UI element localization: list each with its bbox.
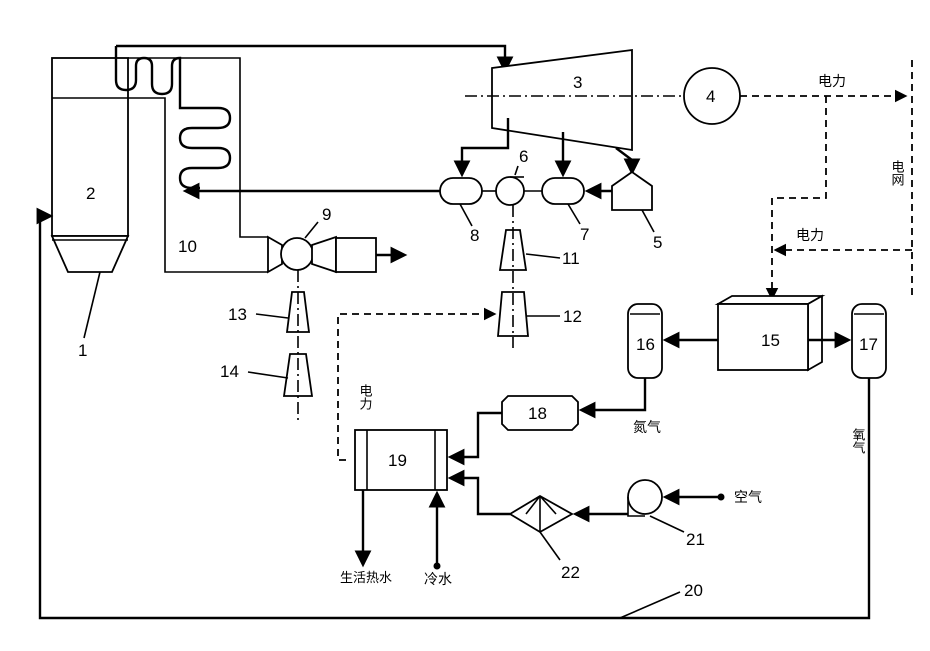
power-label-mid: 电力 [796,228,824,244]
label-14: 14 [220,362,239,381]
condenser-5 [612,172,652,210]
label-2: 2 [86,184,95,203]
line-22-19 [451,478,510,514]
line-16-18 [582,378,645,410]
oxygen-return-line-20 [40,216,869,618]
power-label-top: 电力 [818,74,846,90]
label-5: 5 [653,233,662,252]
label-22: 22 [561,563,580,582]
label-20: 20 [684,581,703,600]
label-21: 21 [686,530,705,549]
label-8: 8 [470,226,479,245]
heater-7 [542,178,584,204]
flue-duct-10 [128,58,268,272]
label-7: 7 [580,225,589,244]
label-11: 11 [562,249,580,268]
label-16: 16 [636,335,655,354]
pump-6 [496,177,524,205]
cold-water-label: 冷水 [424,572,452,588]
flue-gas-fan-9 [268,237,376,272]
heat-exchanger-22 [510,496,572,532]
oxygen-label: 氧气 [850,428,866,454]
label-4: 4 [706,87,715,106]
nitrogen-label: 氮气 [633,420,661,436]
label-15: 15 [761,331,780,350]
grid-label: 电网 [889,160,904,186]
label-17: 17 [859,335,878,354]
label-13: 13 [228,305,247,324]
label-12: 12 [563,307,582,326]
label-18: 18 [528,404,547,423]
label-6: 6 [519,147,528,166]
power-label-left: 电力 [357,384,373,411]
hot-water-label: 生活热水 [340,571,392,586]
label-9: 9 [322,205,331,224]
superheater-coil [116,46,230,188]
boiler-2 [52,58,128,272]
air-label: 空气 [734,490,762,506]
blower-21 [628,480,662,516]
label-10: 10 [178,237,197,256]
heater-8 [440,178,482,204]
label-3: 3 [573,73,582,92]
label-1: 1 [78,341,87,360]
label-19: 19 [388,451,407,470]
power-branch-line [772,96,826,298]
extraction-line-5 [616,148,632,172]
line-18-19 [451,413,502,457]
